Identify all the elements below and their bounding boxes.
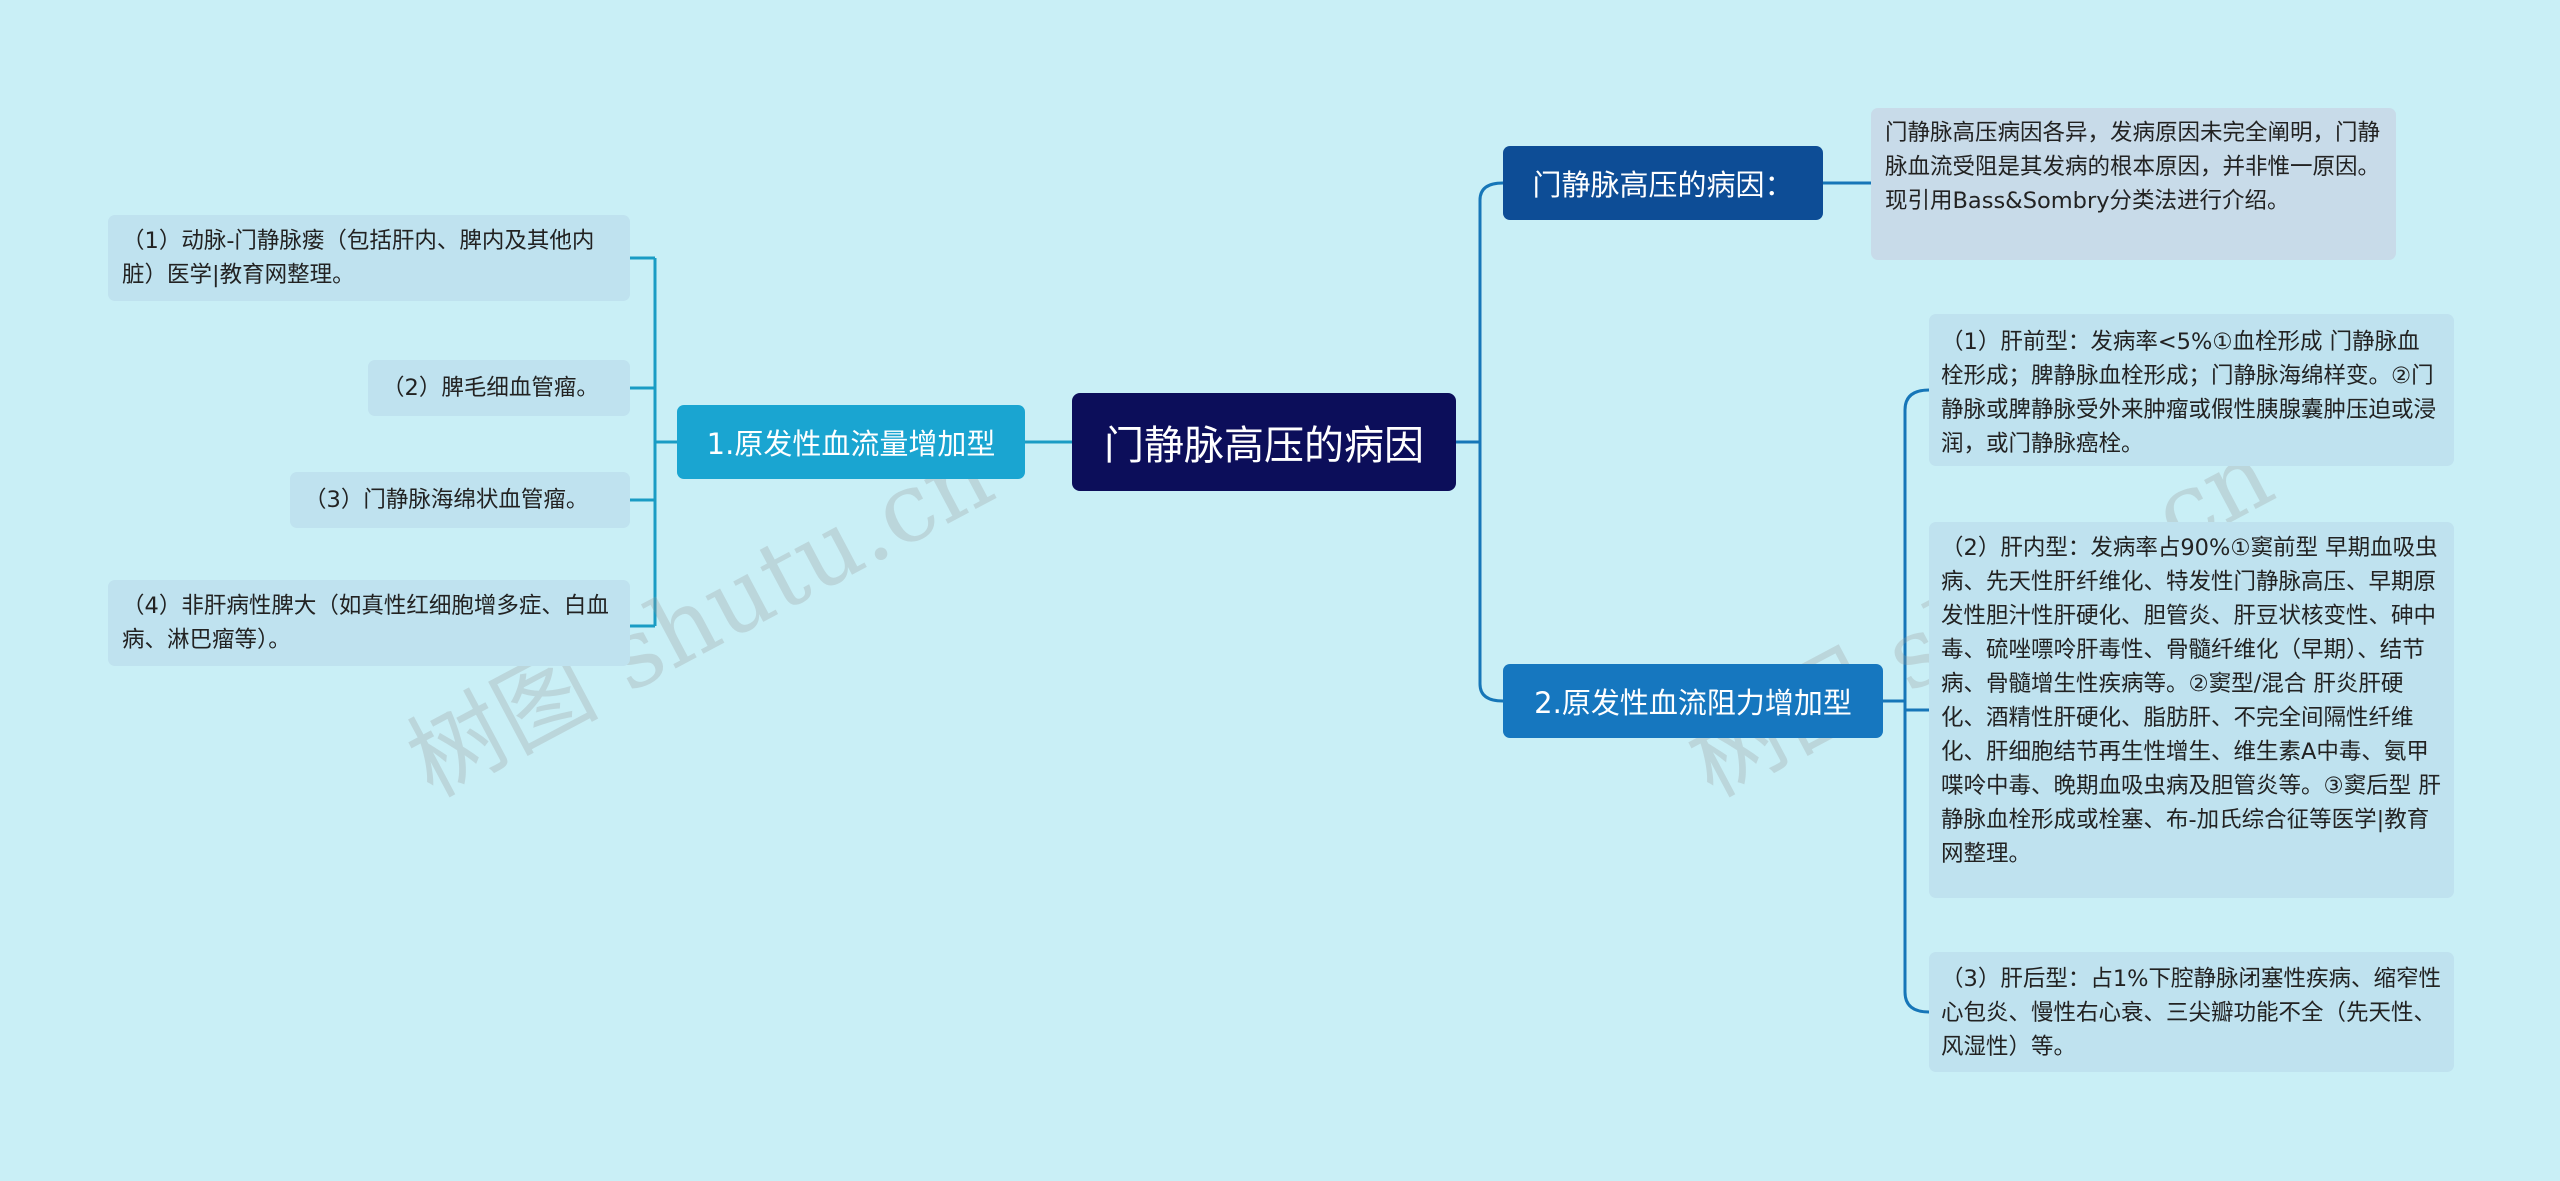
flow-item-4[interactable]: （4）非肝病性脾大（如真性红细胞增多症、白血病、淋巴瘤等）。 — [108, 580, 630, 666]
link-resist-items — [1883, 388, 1930, 1014]
branch-cause[interactable]: 门静脉高压的病因： — [1503, 146, 1823, 220]
resist-item-prehepatic[interactable]: （1）肝前型：发病率<5%①血栓形成 门静脉血栓形成；脾静脉血栓形成；门静脉海绵… — [1929, 314, 2454, 466]
link-flow-items — [630, 256, 677, 628]
resist-item-intrahepatic[interactable]: （2）肝内型：发病率占90%①窦前型 早期血吸虫病、先天性肝纤维化、特发性门静脉… — [1929, 522, 2454, 898]
flow-item-1[interactable]: （1）动脉-门静脉瘘（包括肝内、脾内及其他内脏）医学|教育网整理。 — [108, 215, 630, 301]
flow-item-2[interactable]: （2）脾毛细血管瘤。 — [368, 360, 630, 416]
resist-item-posthepatic[interactable]: （3）肝后型：占1%下腔静脉闭塞性疾病、缩窄性心包炎、慢性右心衰、三尖瓣功能不全… — [1929, 952, 2454, 1072]
branch-flow-increase[interactable]: 1.原发性血流量增加型 — [677, 405, 1025, 479]
flow-item-3[interactable]: （3）门静脉海绵状血管瘤。 — [290, 472, 630, 528]
link-root-right — [1456, 181, 1504, 703]
branch-resistance-increase[interactable]: 2.原发性血流阻力增加型 — [1503, 664, 1883, 738]
cause-description[interactable]: 门静脉高压病因各异，发病原因未完全阐明，门静脉血流受阻是其发病的根本原因，并非惟… — [1871, 108, 2396, 260]
root-node[interactable]: 门静脉高压的病因 — [1072, 393, 1456, 491]
